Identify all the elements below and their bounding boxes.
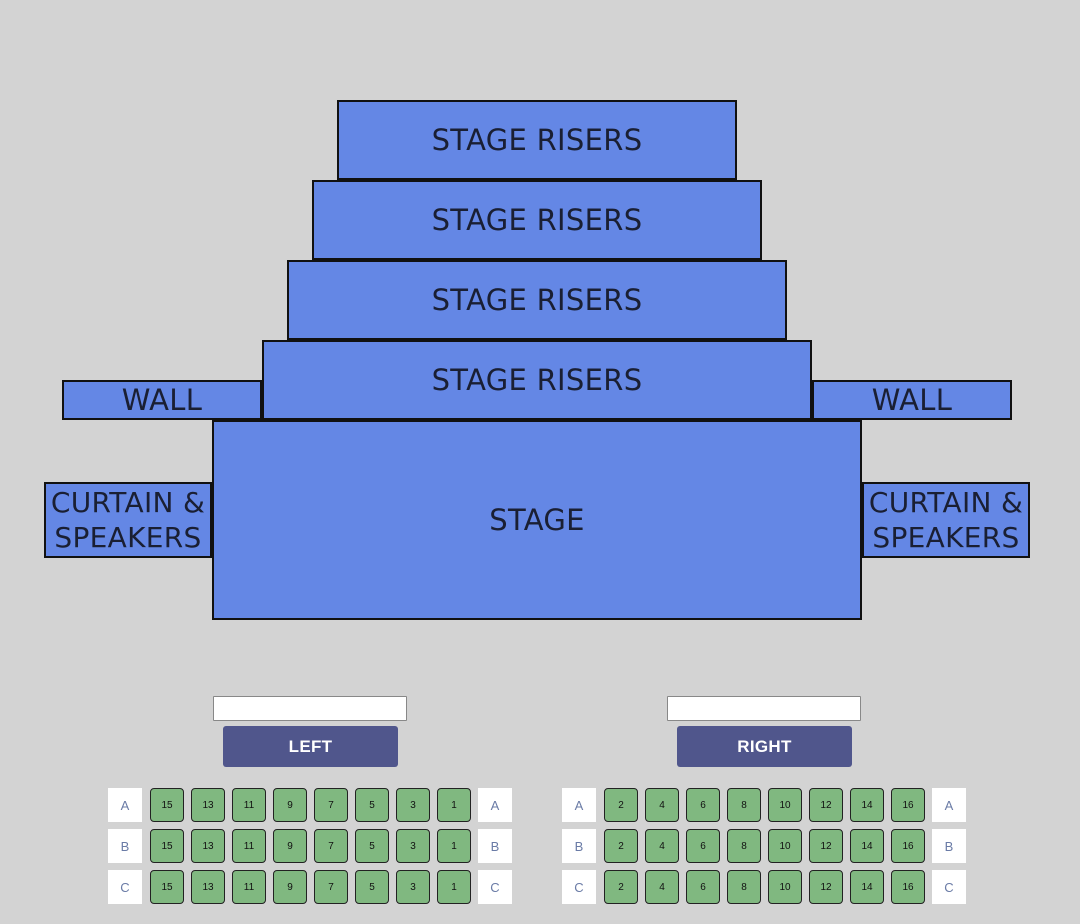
curtain-label-line2: SPEAKERS — [54, 521, 202, 554]
seat[interactable]: 2 — [604, 788, 638, 822]
seat[interactable]: 1 — [437, 870, 471, 904]
seat[interactable]: 9 — [273, 870, 307, 904]
seat[interactable]: 2 — [604, 870, 638, 904]
right-section-input[interactable] — [667, 696, 861, 721]
seat[interactable]: 6 — [686, 829, 720, 863]
curtain-speakers-left: CURTAIN & SPEAKERS — [44, 482, 212, 558]
seat[interactable]: 15 — [150, 829, 184, 863]
row-label: A — [108, 788, 142, 822]
seat[interactable]: 12 — [809, 788, 843, 822]
seat[interactable]: 16 — [891, 788, 925, 822]
seat[interactable]: 14 — [850, 870, 884, 904]
seat[interactable]: 3 — [396, 788, 430, 822]
seat[interactable]: 4 — [645, 788, 679, 822]
seat[interactable]: 8 — [727, 870, 761, 904]
left-section-button[interactable]: LEFT — [223, 726, 398, 767]
stage-label: STAGE — [489, 503, 585, 537]
seat[interactable]: 11 — [232, 870, 266, 904]
seat[interactable]: 4 — [645, 870, 679, 904]
left-section-input[interactable] — [213, 696, 407, 721]
seat[interactable]: 15 — [150, 788, 184, 822]
stage: STAGE — [212, 420, 862, 620]
row-label: B — [108, 829, 142, 863]
wall-label: WALL — [121, 383, 203, 417]
seat[interactable]: 16 — [891, 829, 925, 863]
wall-label: WALL — [871, 383, 953, 417]
seat[interactable]: 8 — [727, 788, 761, 822]
seat[interactable]: 5 — [355, 829, 389, 863]
curtain-label-line2: SPEAKERS — [872, 521, 1020, 554]
seat[interactable]: 11 — [232, 829, 266, 863]
row-label: A — [932, 788, 966, 822]
seat[interactable]: 14 — [850, 829, 884, 863]
seat[interactable]: 1 — [437, 829, 471, 863]
seat[interactable]: 15 — [150, 870, 184, 904]
row-label: B — [562, 829, 596, 863]
curtain-label-line1: CURTAIN & — [868, 486, 1024, 519]
wall-right: WALL — [812, 380, 1012, 420]
right-section-button[interactable]: RIGHT — [677, 726, 852, 767]
row-label: B — [478, 829, 512, 863]
seat[interactable]: 10 — [768, 788, 802, 822]
stage-riser-3: STAGE RISERS — [287, 260, 787, 340]
seat[interactable]: 10 — [768, 829, 802, 863]
seat[interactable]: 13 — [191, 870, 225, 904]
stage-riser-label: STAGE RISERS — [431, 123, 643, 157]
seat[interactable]: 3 — [396, 829, 430, 863]
stage-riser-1: STAGE RISERS — [337, 100, 737, 180]
seat[interactable]: 13 — [191, 788, 225, 822]
row-label: C — [932, 870, 966, 904]
stage-riser-label: STAGE RISERS — [431, 203, 643, 237]
stage-riser-4: STAGE RISERS — [262, 340, 812, 420]
seat[interactable]: 7 — [314, 788, 348, 822]
row-label: B — [932, 829, 966, 863]
seat[interactable]: 8 — [727, 829, 761, 863]
stage-riser-label: STAGE RISERS — [431, 363, 643, 397]
seat[interactable]: 10 — [768, 870, 802, 904]
seat[interactable]: 9 — [273, 788, 307, 822]
wall-left: WALL — [62, 380, 262, 420]
stage-riser-2: STAGE RISERS — [312, 180, 762, 260]
curtain-label-line1: CURTAIN & — [50, 486, 206, 519]
seat[interactable]: 16 — [891, 870, 925, 904]
seat[interactable]: 13 — [191, 829, 225, 863]
row-label: C — [562, 870, 596, 904]
row-label: A — [562, 788, 596, 822]
seat[interactable]: 2 — [604, 829, 638, 863]
left-button-label: LEFT — [288, 736, 333, 756]
seat[interactable]: 6 — [686, 788, 720, 822]
seat[interactable]: 5 — [355, 788, 389, 822]
right-button-label: RIGHT — [737, 736, 792, 756]
seat[interactable]: 7 — [314, 829, 348, 863]
seat[interactable]: 4 — [645, 829, 679, 863]
seat[interactable]: 1 — [437, 788, 471, 822]
seat[interactable]: 14 — [850, 788, 884, 822]
row-label: A — [478, 788, 512, 822]
stage-riser-label: STAGE RISERS — [431, 283, 643, 317]
row-label: C — [108, 870, 142, 904]
seat[interactable]: 12 — [809, 829, 843, 863]
seat[interactable]: 5 — [355, 870, 389, 904]
row-label: C — [478, 870, 512, 904]
seat[interactable]: 11 — [232, 788, 266, 822]
seat[interactable]: 12 — [809, 870, 843, 904]
seat[interactable]: 7 — [314, 870, 348, 904]
seat[interactable]: 9 — [273, 829, 307, 863]
curtain-speakers-right: CURTAIN & SPEAKERS — [862, 482, 1030, 558]
seat[interactable]: 3 — [396, 870, 430, 904]
seat[interactable]: 6 — [686, 870, 720, 904]
